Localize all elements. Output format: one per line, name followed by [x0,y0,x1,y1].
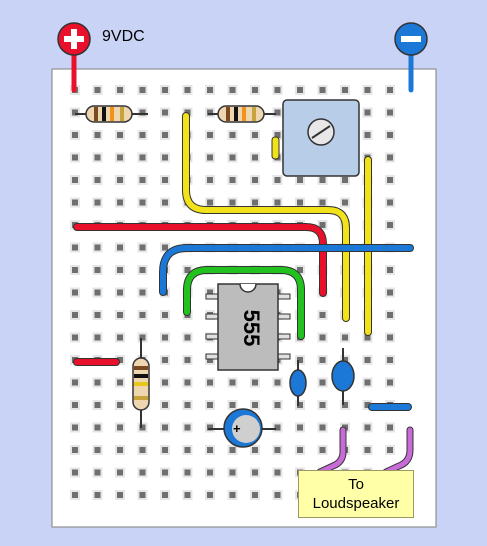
chip-pin-right [277,353,291,360]
chip-pin-left [205,293,219,300]
ceramic-capacitor-large [331,348,355,405]
loudspeaker-label-line1: To [348,476,364,493]
chip-pin-left [205,353,219,360]
chip-pin-left [205,333,219,340]
resistor-vertical [132,338,150,428]
svg-text:+: + [233,421,241,436]
supply-voltage-label: 9VDC [102,28,145,45]
negative-terminal [394,22,428,56]
chip-pin-right [277,293,291,300]
loudspeaker-label-line2: Loudspeaker [312,495,400,512]
potentiometer [271,99,360,177]
chip-pin-right [277,333,291,340]
chip-label: 555 [239,310,264,347]
chip-pin-right [277,313,291,320]
ceramic-capacitor-small [289,360,307,406]
positive-terminal [57,22,91,56]
chip-pin-left [205,313,219,320]
electrolytic-capacitor: + [208,408,276,448]
resistor-top-left [75,105,148,123]
ic-555 [205,283,291,371]
loudspeaker-label: To Loudspeaker [298,470,414,518]
resistor-top-middle [208,105,276,123]
